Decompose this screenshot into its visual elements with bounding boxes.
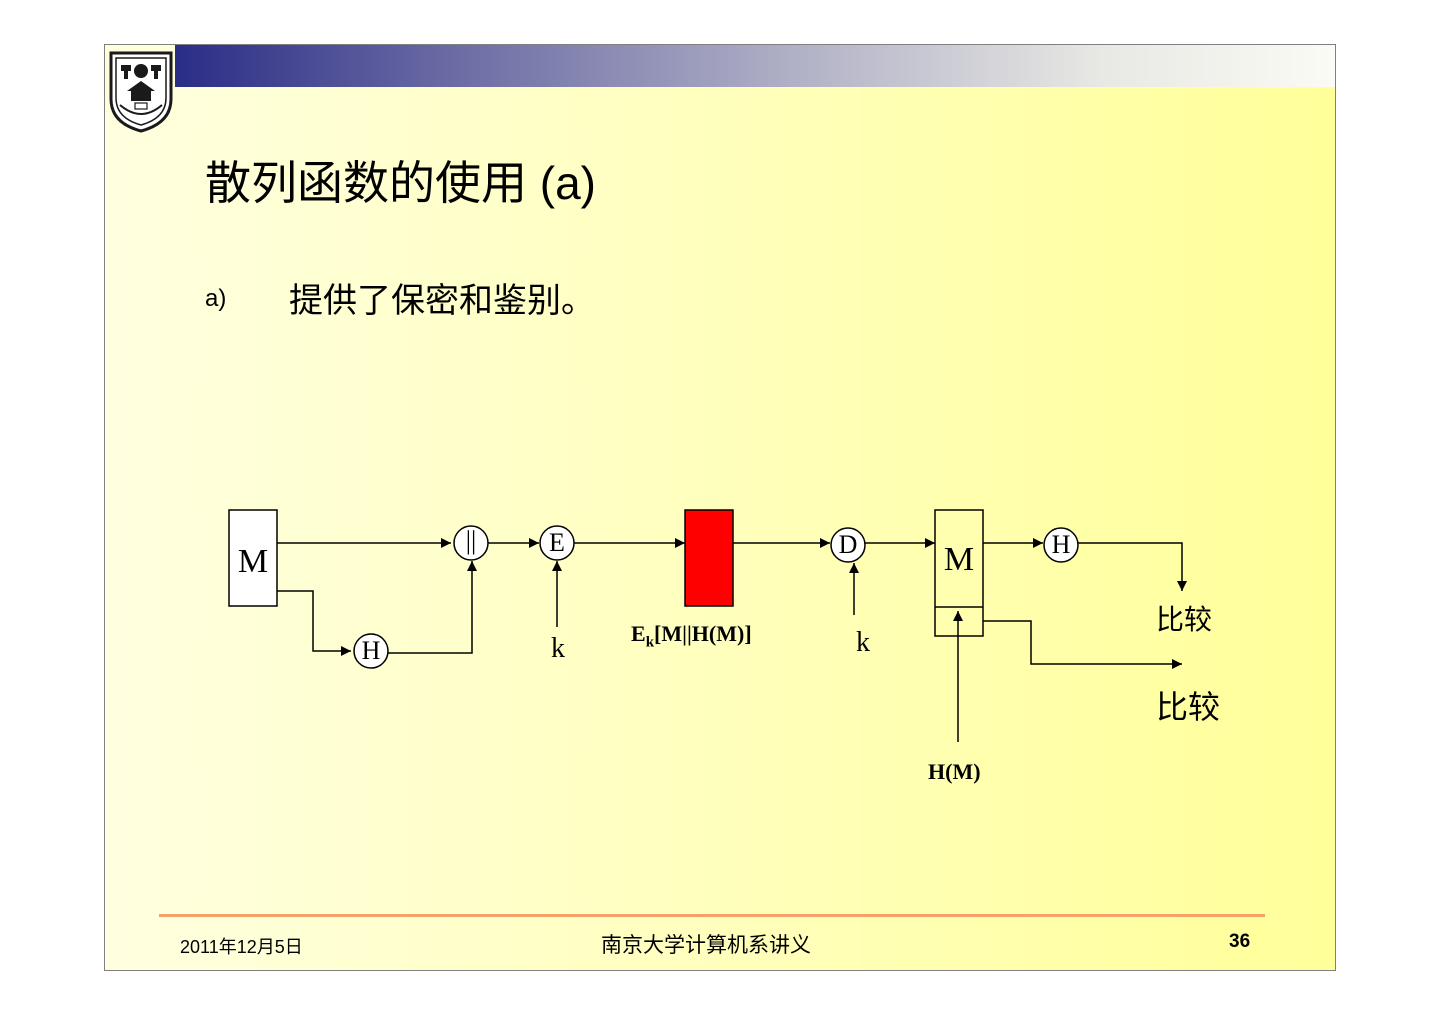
arrow-m-to-hash [277,590,351,656]
hash-right-circle [1043,527,1079,563]
hash-right-label: H [1051,530,1071,559]
output-box [934,509,984,637]
footer-line [159,914,1265,917]
hash-left-label: H [361,636,381,665]
concat-label: || [465,526,477,555]
ciphertext-label-main: E [631,621,646,646]
ciphertext-label: Ek[M||H(M)] [631,621,752,651]
ciphertext-label-rest: [M||H(M)] [654,621,752,646]
hash-left-circle [353,633,389,669]
compare-bottom-label: 比较 [1156,688,1221,726]
arrow-hash-to-concat [388,561,477,654]
key-right-label: k [856,627,870,658]
encrypt-label: E [549,528,565,557]
arrow-field-to-compare [983,620,1182,669]
slide-title: 散列函数的使用 (a) [205,157,596,209]
output-message-label: M [943,541,975,578]
hash-value-label: H(M) [928,759,981,784]
bullet-marker: a) [205,285,227,312]
slide: 散列函数的使用 (a) a) 提供了保密和鉴别。 [104,44,1336,971]
university-logo [109,51,173,133]
key-left-label: k [551,633,565,664]
bullet-text: 提供了保密和鉴别。 [289,281,595,321]
footer-course-title: 南京大学计算机系讲义 [601,933,811,957]
ciphertext-block [684,509,734,607]
ciphertext-label-sub: k [645,634,655,651]
arrow-hash-to-compare [1078,542,1187,591]
message-box [228,509,278,607]
footer-date: 2011年12月5日 [180,937,303,957]
message-label: M [237,543,269,580]
decrypt-circle [830,527,866,563]
decrypt-label: D [838,530,858,559]
page-number: 36 [1229,931,1251,952]
compare-top-label: 比较 [1156,603,1213,636]
hash-usage-diagram [228,509,1187,742]
header-band [175,45,1335,87]
